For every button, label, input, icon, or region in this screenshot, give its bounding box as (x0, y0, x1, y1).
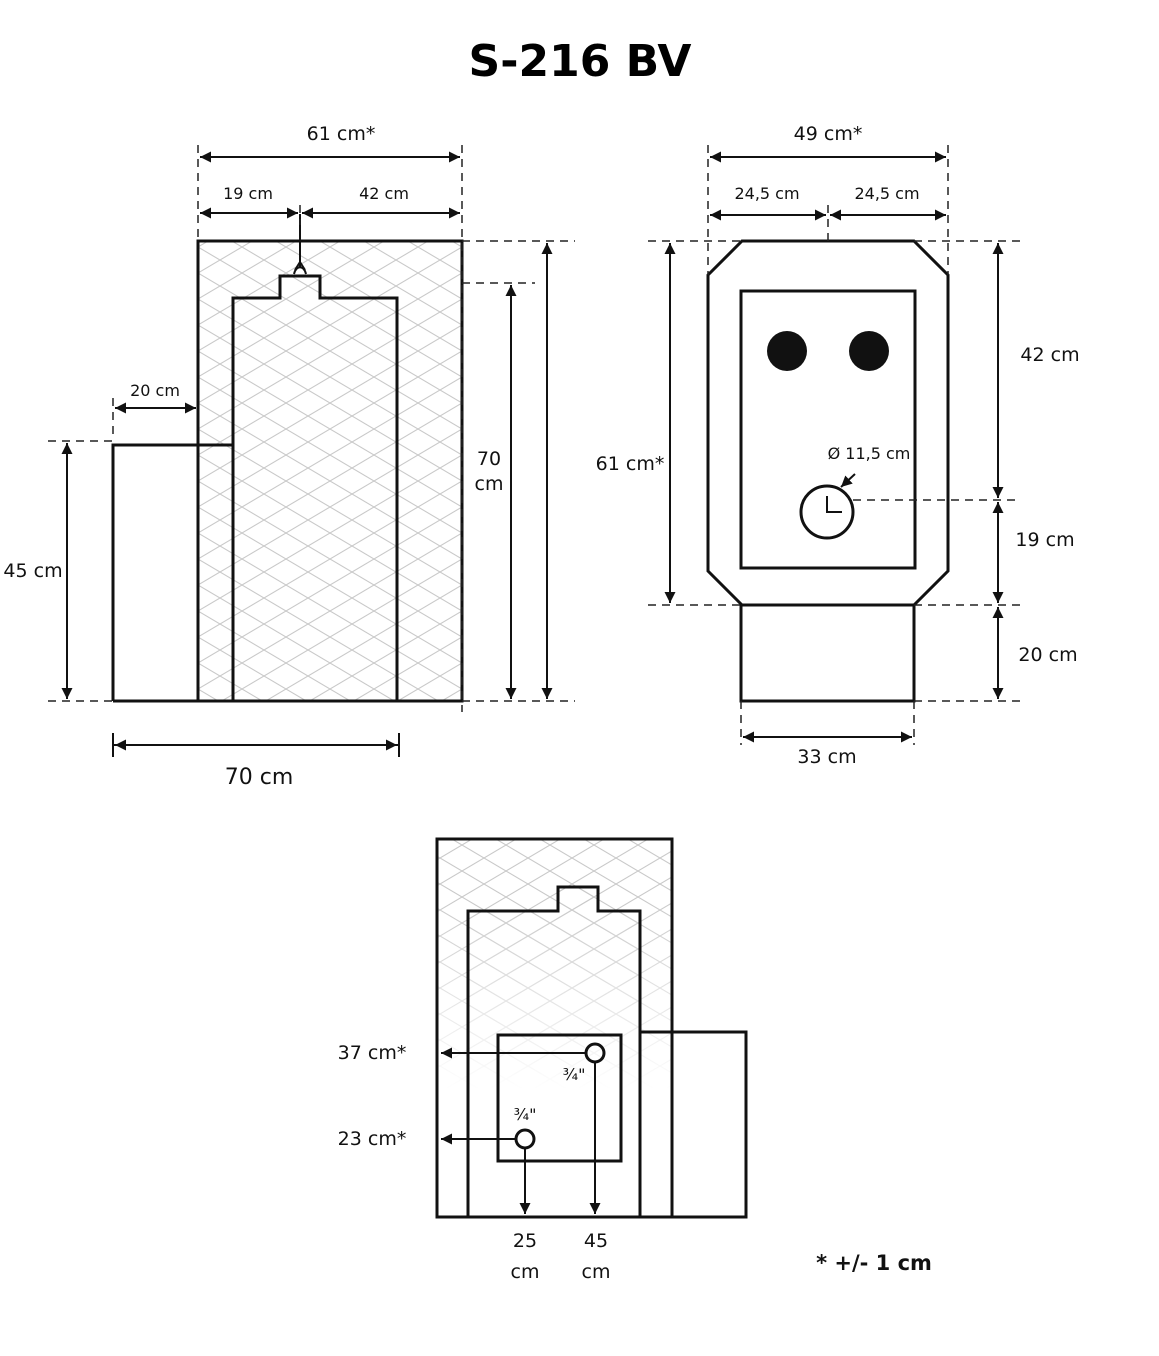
front-height-total: 61 cm* (596, 453, 665, 475)
front-half-right: 24,5 cm (854, 184, 919, 203)
side-depth-bottom: 70 cm (225, 765, 294, 790)
side-stone-hatch (198, 241, 462, 701)
front-body (706, 239, 950, 607)
side-step-width: 20 cm (130, 381, 180, 400)
front-view: Ø 11,5 cm 49 cm* 24,5 cm 24,5 cm 61 cm* … (596, 123, 1080, 768)
rear-upper-connection-height: 37 cm* (338, 1042, 407, 1064)
front-half-left: 24,5 cm (734, 184, 799, 203)
rear-offset-right-value: 45 (584, 1230, 608, 1252)
side-step (111, 443, 233, 701)
front-knob-right (849, 331, 889, 371)
drawing-title: S-216 BV (469, 36, 692, 87)
rear-pipe-upper-size: ¾" (563, 1065, 586, 1084)
rear-offset-left-value: 25 (513, 1230, 537, 1252)
front-knob-left (767, 331, 807, 371)
rear-step (437, 1030, 748, 1219)
front-base (739, 603, 916, 703)
rear-offset-right-unit: cm (582, 1261, 611, 1283)
side-width-right: 42 cm (359, 184, 409, 203)
front-dial-diameter: Ø 11,5 cm (828, 444, 911, 463)
rear-pipe-lower-size: ¾" (514, 1105, 537, 1124)
side-view: 61 cm* 19 cm 42 cm 20 cm 45 cm 70 cm 70 … (3, 123, 575, 790)
rear-offset-left-unit: cm (511, 1261, 540, 1283)
front-dial-icon (799, 484, 855, 540)
front-base-width: 33 cm (797, 746, 856, 768)
side-inner-height-unit: cm (475, 473, 504, 495)
rear-lower-connection-height: 23 cm* (338, 1128, 407, 1150)
side-width-total: 61 cm* (307, 123, 376, 145)
tolerance-note: * +/- 1 cm (816, 1251, 932, 1275)
side-width-left: 19 cm (223, 184, 273, 203)
front-base-height: 20 cm (1018, 644, 1077, 666)
front-width-total: 49 cm* (794, 123, 863, 145)
side-stove-inner (231, 274, 399, 703)
side-step-height: 45 cm (3, 560, 62, 582)
rear-view: ¾" ¾" 37 cm* 23 cm* 25 cm 45 cm (338, 837, 748, 1283)
front-upper-height: 42 cm (1020, 344, 1079, 366)
front-door-panel (739, 289, 917, 570)
side-inner-height-value: 70 (477, 448, 501, 470)
rear-connection-panel (496, 1033, 623, 1163)
front-lower-height: 19 cm (1015, 529, 1074, 551)
